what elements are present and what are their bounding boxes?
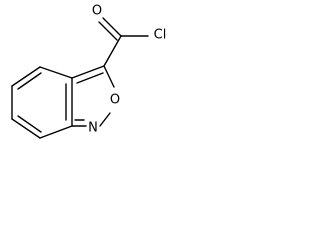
double-bond-c6-c7: [17, 115, 42, 133]
acyl-chloride-group: [98, 17, 149, 67]
bond-c3-carbonyl: [103, 35, 122, 67]
bond-c4-c5: [11, 66, 41, 87]
bond-c3a-c4: [39, 66, 73, 79]
chemical-structure: O Cl O N: [11, 4, 167, 139]
atom-label-carbonyl-oxygen: O: [92, 4, 102, 19]
bond-c7-c7a: [39, 125, 73, 139]
double-bond-c4-c5: [17, 72, 42, 90]
atom-label-chlorine: Cl: [154, 28, 167, 43]
bond-c3-o2: [103, 65, 115, 88]
atom-label-ring-nitrogen: N: [88, 121, 98, 136]
bond-carbonyl-o: [102, 17, 122, 37]
bond-o2-n1: [99, 112, 111, 127]
bond-c6-c7: [11, 118, 41, 139]
double-bond-c3a-c3: [76, 72, 104, 84]
benzene-ring: [11, 66, 73, 139]
isoxazole-ring: [71, 65, 115, 127]
atom-label-ring-oxygen: O: [110, 93, 120, 108]
double-bond-carbonyl-o: [98, 21, 118, 41]
bond-c3a-c3: [71, 65, 105, 79]
